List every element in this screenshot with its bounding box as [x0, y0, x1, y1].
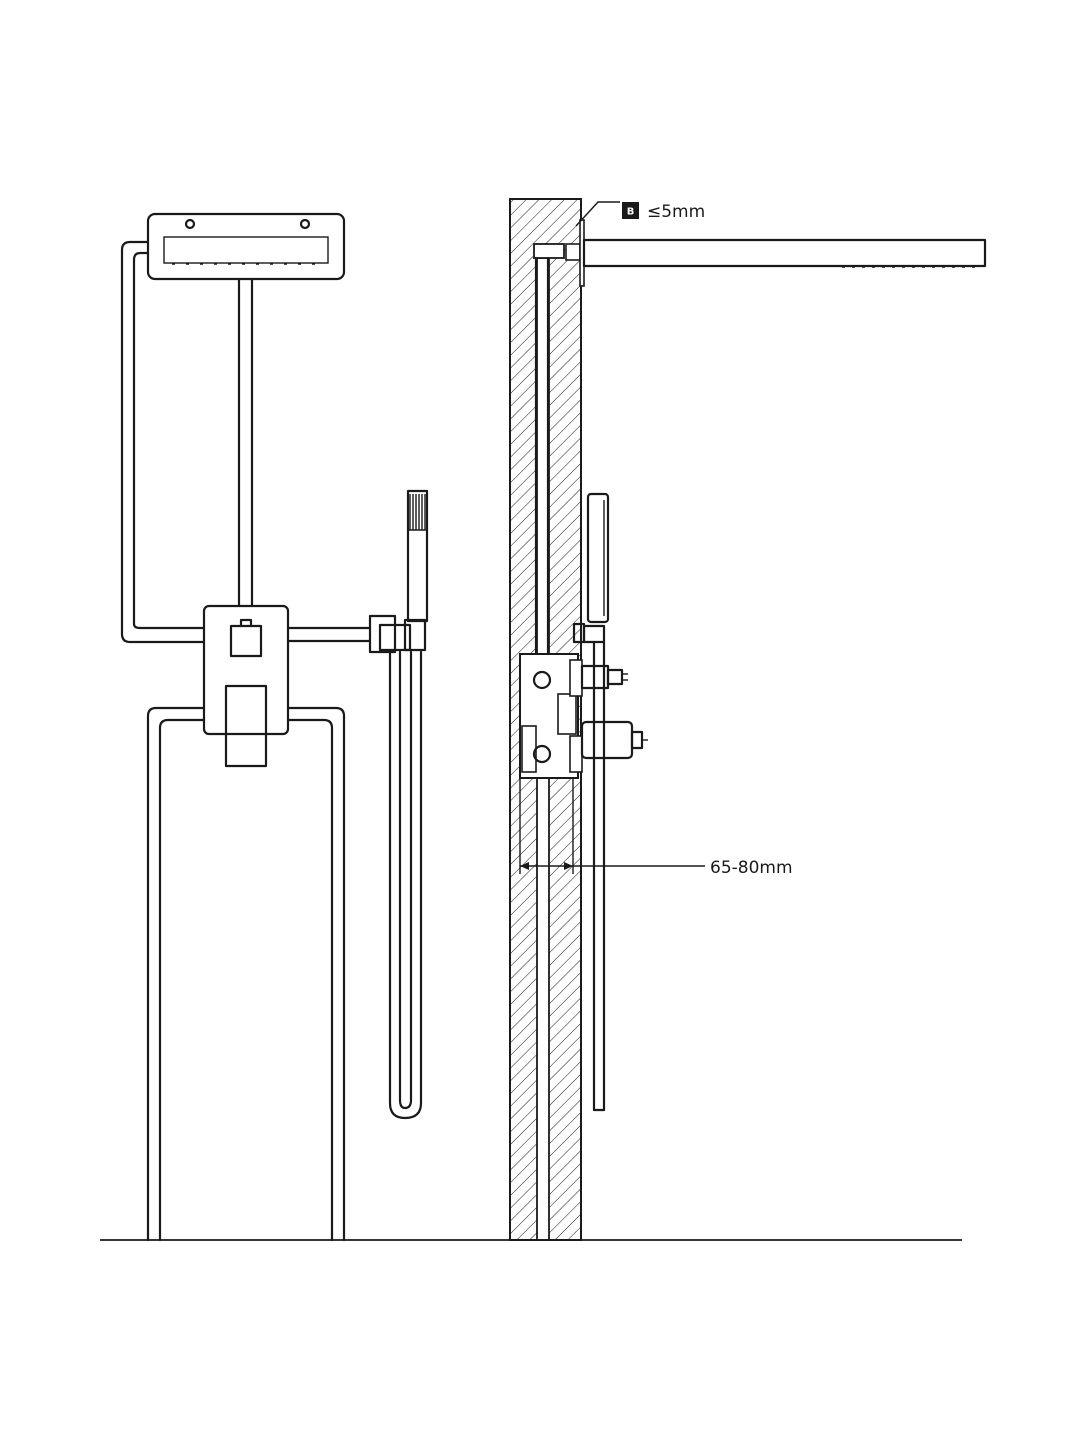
gap-note: ≤5mm	[647, 202, 705, 222]
concealed-valve-body	[519, 653, 583, 779]
hand-shower-supply-pipe	[286, 626, 372, 643]
side-section-view: B ≤5mm	[509, 198, 987, 1241]
riser-pipe	[237, 277, 254, 608]
dimension-arrow-right	[564, 862, 573, 870]
mixer-valve-body	[202, 604, 290, 736]
mixer-cartridge	[580, 720, 648, 760]
hand-shower-front	[406, 489, 429, 623]
lower-supply-pipes	[146, 706, 346, 1242]
hand-shower-side	[586, 492, 610, 624]
supply-loop-pipe	[120, 240, 206, 644]
mixer-lever-handle	[224, 684, 268, 768]
shower-hose-front	[388, 650, 423, 1120]
front-view	[120, 212, 429, 1242]
dimension-arrow-left	[520, 862, 529, 870]
gap-callout: B ≤5mm	[575, 201, 705, 227]
valve-riser-pipe	[534, 256, 550, 656]
shower-hose-side	[592, 640, 606, 1112]
gap-badge-text: B	[627, 207, 635, 218]
depth-dimension: 65-80mm	[519, 778, 793, 878]
rain-shower-head-front	[146, 212, 346, 281]
gap-badge-box	[622, 202, 639, 219]
rain-shower-head-side	[582, 238, 987, 268]
depth-note: 65-80mm	[710, 858, 793, 878]
